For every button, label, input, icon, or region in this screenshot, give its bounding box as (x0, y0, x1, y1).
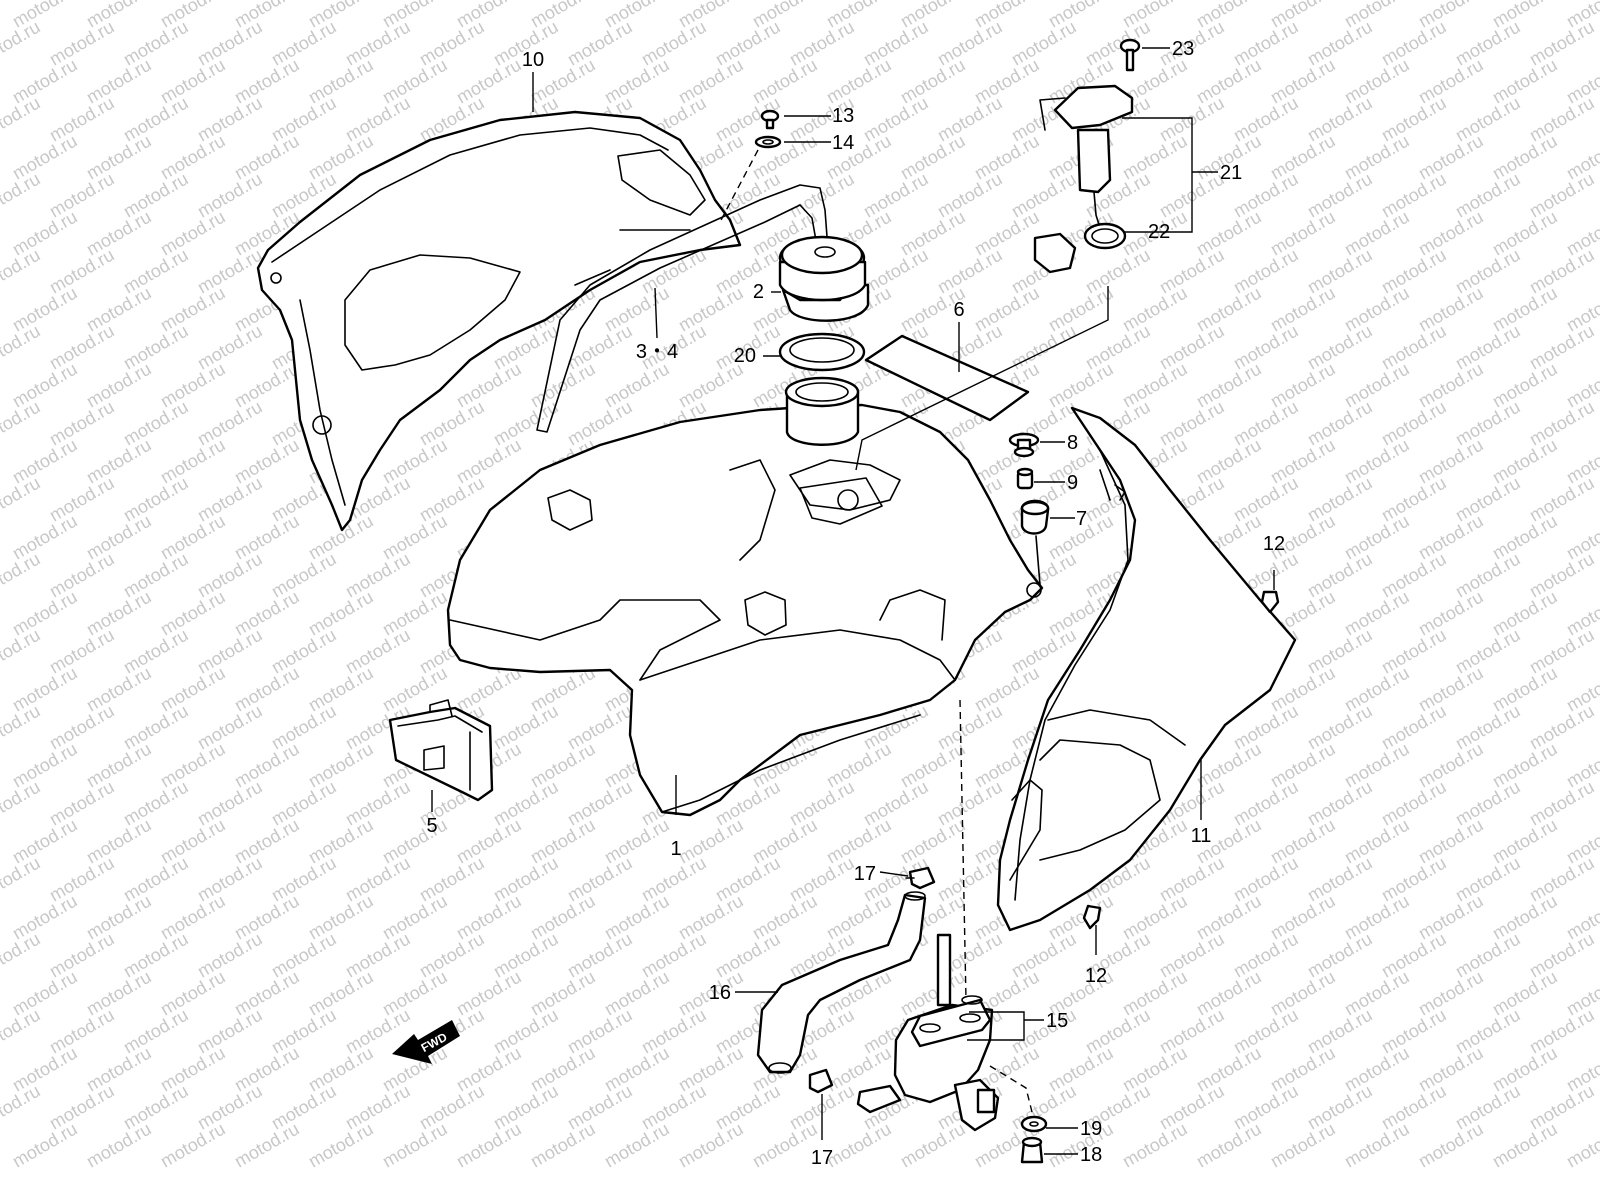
fuel-hose-icon[interactable] (756, 891, 927, 1074)
callout-2: 2 (753, 281, 764, 303)
callout-13: 13 (832, 105, 854, 127)
watermark-text: motod.ru (0, 549, 44, 602)
watermark-text: motod.ru (1489, 1119, 1561, 1172)
clip-icon[interactable] (760, 109, 780, 130)
clip-icon[interactable] (1082, 904, 1102, 930)
watermark-text: motod.ru (231, 1119, 303, 1172)
callout-20: 20 (734, 345, 756, 367)
callout-14: 14 (832, 132, 854, 154)
watermark-text: motod.ru (0, 625, 44, 678)
callout-1: 1 (670, 838, 681, 860)
watermark-text: motod.ru (1193, 1119, 1265, 1172)
watermark-text: motod.ru (0, 1005, 44, 1058)
screw-icon[interactable] (1119, 38, 1141, 72)
watermark-text: motod.ru (379, 1119, 451, 1172)
callout-9: 9 (1067, 472, 1078, 494)
callout-19: 19 (1080, 1118, 1102, 1140)
fwd-arrow-icon: FWD (392, 1020, 460, 1064)
watermark-text: motod.ru (527, 1119, 599, 1172)
watermark-text: motod.ru (305, 1119, 377, 1172)
callout-8: 8 (1067, 432, 1078, 454)
callout-5: 5 (426, 815, 437, 837)
watermark-text: motod.ru (0, 93, 44, 146)
watermark-text: motod.ru (0, 777, 44, 830)
watermark-text: motod.ru (0, 321, 44, 374)
watermark-text: motod.ru (897, 1119, 969, 1172)
callout-3-4: 3・4 (636, 341, 678, 363)
watermark-text: motod.ru (0, 853, 44, 906)
callout-labels: 10 13 14 23 21 22 2 3・4 20 6 8 9 7 12 1 … (426, 38, 1285, 1169)
fuel-cap-icon[interactable] (778, 235, 870, 322)
hose-clamp-icon[interactable] (905, 866, 936, 890)
watermark-text: motod.ru (0, 169, 44, 222)
bolt-icon[interactable] (1020, 1136, 1044, 1164)
callout-16: 16 (709, 982, 731, 1004)
watermark-text: motod.ru (453, 1119, 525, 1172)
label-plate-icon[interactable] (864, 334, 1030, 422)
callout-7: 7 (1076, 508, 1087, 530)
bracket-icon[interactable] (388, 699, 494, 802)
right-tank-cover-icon[interactable] (996, 406, 1297, 932)
washer-icon[interactable] (754, 135, 782, 149)
watermark-text: motod.ru (0, 473, 44, 526)
callout-23: 23 (1172, 38, 1194, 60)
callout-11: 11 (1191, 825, 1212, 847)
collar-icon[interactable] (1016, 467, 1034, 490)
watermark-text: motod.ru (1563, 1119, 1600, 1172)
callout-10: 10 (522, 49, 544, 71)
watermark-text: motod.ru (1341, 1119, 1413, 1172)
callout-21: 21 (1220, 162, 1242, 184)
callout-17-upper: 17 (854, 863, 876, 885)
callout-18: 18 (1080, 1144, 1102, 1166)
fuel-level-gauge-icon[interactable] (1033, 84, 1134, 274)
callout-12-upper: 12 (1263, 533, 1285, 555)
rubber-cushion-icon[interactable] (1020, 499, 1050, 535)
o-ring-icon[interactable] (1083, 222, 1127, 250)
cap-gasket-icon[interactable] (778, 332, 866, 372)
watermark-text: motod.ru (9, 1119, 81, 1172)
leader-lines (431, 47, 1275, 1155)
watermark-text: motod.ru (0, 397, 44, 450)
left-tank-cover-icon[interactable] (256, 110, 742, 532)
watermark-text: motod.ru (601, 1119, 673, 1172)
watermark-text: motod.ru (0, 929, 44, 982)
hose-clamp-icon[interactable] (808, 1068, 834, 1094)
watermark-text: motod.ru (0, 701, 44, 754)
tank-hose-icon[interactable] (536, 184, 829, 433)
watermark-text: motod.ru (675, 1119, 747, 1172)
watermark-text: motod.ru (0, 245, 44, 298)
callout-6: 6 (953, 299, 964, 321)
watermark-text: motod.ru (0, 1081, 44, 1134)
clip-icon[interactable] (1260, 590, 1280, 614)
watermark-text: motod.ru (823, 1119, 895, 1172)
bolt-icon[interactable] (1008, 432, 1040, 458)
callout-12-lower: 12 (1085, 965, 1107, 987)
watermark-text: motod.ru (0, 17, 44, 70)
callout-17-lower: 17 (811, 1147, 833, 1169)
watermark-text: motod.ru (1119, 1119, 1191, 1172)
callout-15: 15 (1046, 1010, 1068, 1032)
filler-neck-icon (784, 376, 860, 446)
washer-icon[interactable] (1020, 1115, 1048, 1133)
watermark-text: motod.ru (157, 1119, 229, 1172)
fuel-tank-icon[interactable] (446, 403, 1044, 817)
watermark-text: motod.ru (1415, 1119, 1487, 1172)
watermark-text: motod.ru (749, 1119, 821, 1172)
watermark-text: motod.ru (1267, 1119, 1339, 1172)
watermark-text: motod.ru (83, 1119, 155, 1172)
callout-22: 22 (1148, 221, 1170, 243)
